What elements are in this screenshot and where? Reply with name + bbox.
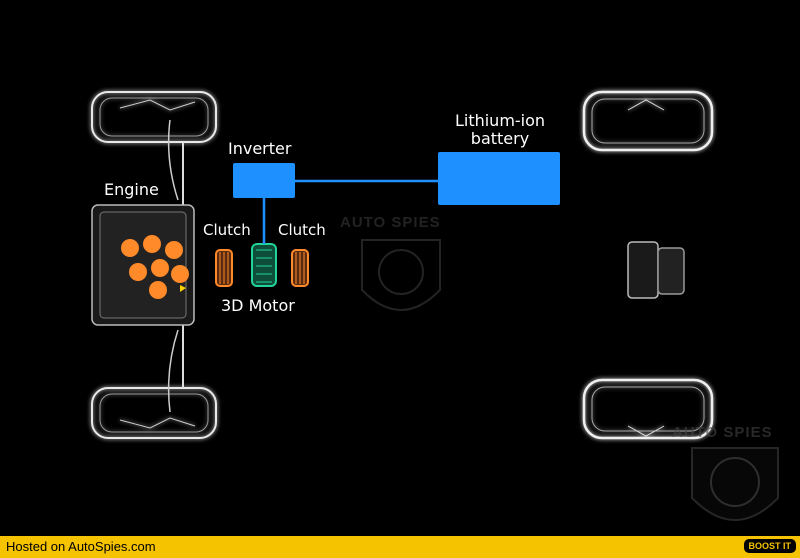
rear-left-wheel xyxy=(91,387,217,439)
rear-drive-unit xyxy=(627,241,685,299)
battery-label-line1: Lithium-ion xyxy=(454,111,546,130)
engine-label: Engine xyxy=(104,180,159,199)
hosted-footer-bar: Hosted on AutoSpies.com BOOST IT xyxy=(0,536,800,558)
right-clutch-label: Clutch xyxy=(278,221,326,239)
inverter-label: Inverter xyxy=(228,139,292,158)
right-clutch xyxy=(291,249,309,287)
battery-label-line2: battery xyxy=(470,129,530,148)
inverter-box xyxy=(233,163,295,198)
left-clutch-label: Clutch xyxy=(203,221,251,239)
center-watermark-logo xyxy=(361,239,441,311)
boost-it-button[interactable]: BOOST IT xyxy=(743,539,796,553)
hosted-on-text[interactable]: Hosted on AutoSpies.com xyxy=(6,539,156,554)
rear-left-link xyxy=(167,329,179,413)
battery-box xyxy=(438,152,560,205)
corner-watermark-logo xyxy=(691,447,779,521)
corner-watermark-text: AUTO SPIES xyxy=(672,424,773,441)
3d-motor xyxy=(251,243,277,287)
diagram-stage: Engine Inverter Lithium-ion battery Clut… xyxy=(91,90,779,521)
front-left-wheel xyxy=(91,91,217,143)
motor-label: 3D Motor xyxy=(221,296,295,315)
engine-block xyxy=(91,204,195,326)
drivetrain-diagram xyxy=(91,90,779,521)
center-watermark-text: AUTO SPIES xyxy=(340,214,441,231)
front-left-link xyxy=(167,119,179,201)
battery-label: Lithium-ion battery xyxy=(445,112,555,148)
left-clutch xyxy=(215,249,233,287)
